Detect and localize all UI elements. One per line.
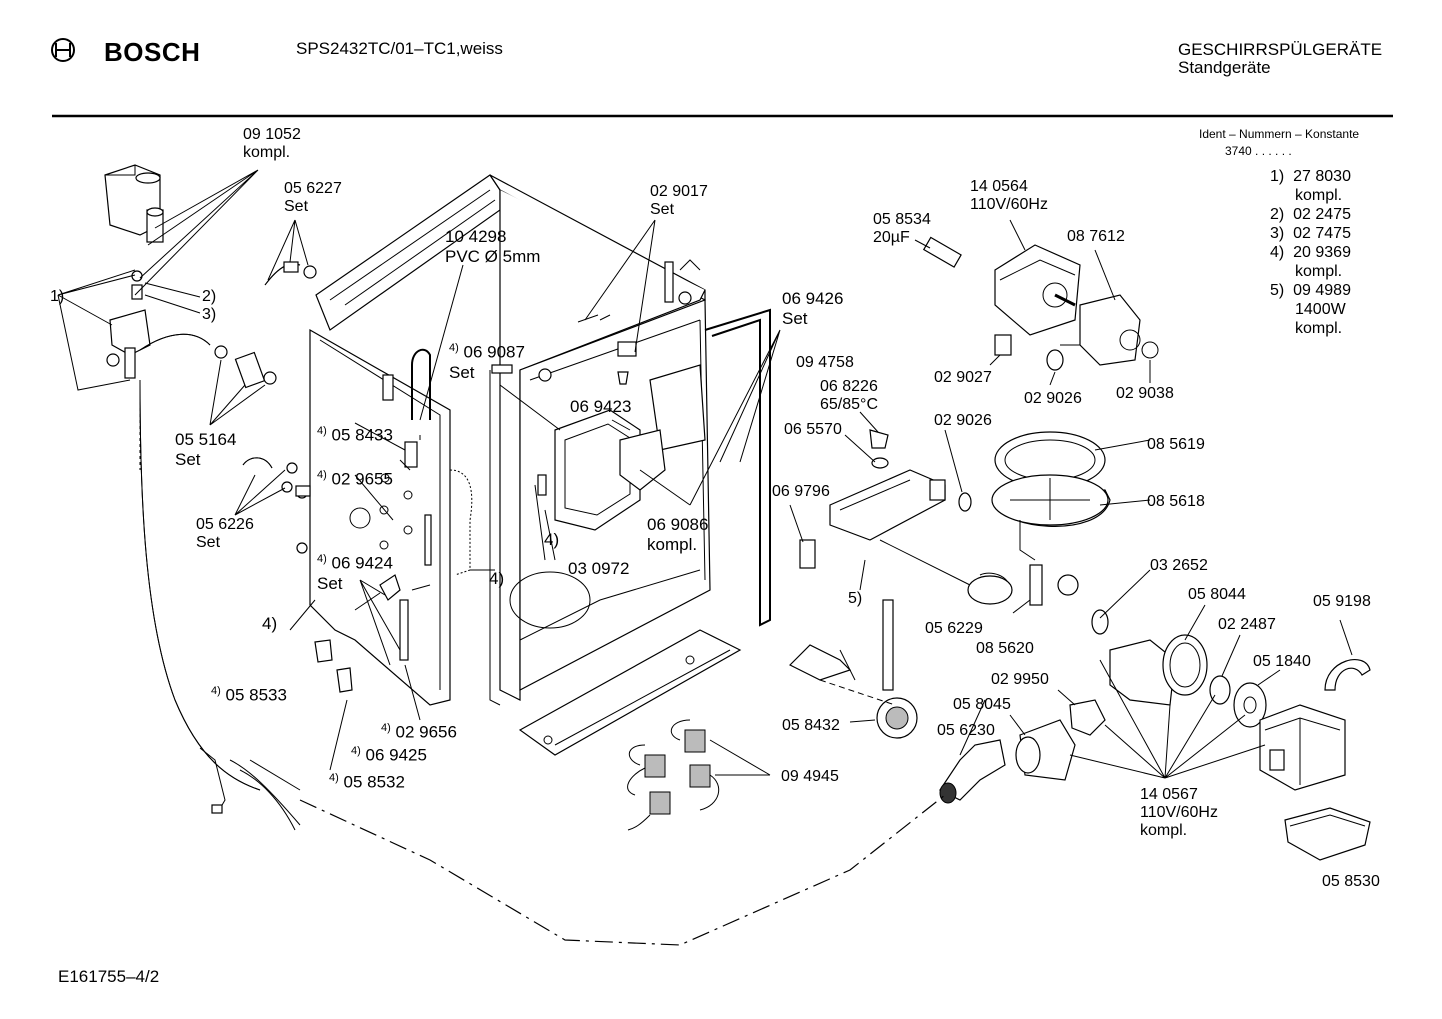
label-058433: 4) 05 8433 [317, 425, 393, 445]
label-029656: 4) 02 9656 [381, 722, 457, 742]
ident-item: 4) 20 9369 [1270, 244, 1351, 261]
category-title: GESCHIRRSPÜLGERÄTE [1178, 40, 1383, 59]
ident-item: 2) 02 2475 [1270, 206, 1351, 223]
label-058432: 05 8432 [782, 717, 840, 734]
ident-item-note: 1400W [1295, 301, 1346, 318]
label-058045: 05 8045 [953, 696, 1011, 713]
label-022487: 02 2487 [1218, 616, 1276, 633]
inlet-valve-group [57, 164, 317, 831]
label-032652: 03 2652 [1150, 557, 1208, 574]
footer-code: E161755–4/2 [58, 967, 160, 986]
label-ref-1: 1) [50, 288, 65, 305]
label-058530: 05 8530 [1322, 873, 1380, 890]
ident-item-note: kompl. [1295, 320, 1343, 337]
label-058532: 4) 05 8532 [329, 772, 405, 792]
wiring-harness [627, 719, 771, 831]
label-085619: 08 5619 [1147, 436, 1205, 453]
ident-item-note: kompl. [1295, 263, 1343, 280]
label-069423: 06 9423 [570, 397, 632, 416]
label-058533: 4) 05 8533 [211, 685, 287, 705]
bosch-logo-icon [51, 38, 75, 62]
ident-item: 1) 27 8030 [1270, 168, 1351, 185]
label-059198: 05 9198 [1313, 593, 1371, 610]
label-085620: 08 5620 [976, 640, 1034, 657]
label-065570: 06 5570 [784, 421, 842, 438]
label-029950: 02 9950 [991, 671, 1049, 688]
category-subtitle: Standgeräte [1178, 58, 1271, 77]
label-069796: 06 9796 [772, 483, 830, 500]
label-029655: 4) 02 9655 [317, 469, 393, 489]
label-056230: 05 6230 [937, 722, 995, 739]
label-030972: 03 0972 [568, 559, 630, 578]
ident-item-note: kompl. [1295, 187, 1343, 204]
label-ref-4a: 4) [544, 530, 560, 549]
label-029026: 02 9026 [934, 412, 992, 429]
label-ref-4c: 4) [262, 614, 278, 633]
label-029038: 02 9038 [1116, 385, 1174, 402]
label-ref-4b: 4) [489, 569, 505, 588]
brand-name: BOSCH [104, 37, 201, 67]
label-058044: 05 8044 [1188, 586, 1246, 603]
label-ref-2: 2) [202, 288, 217, 305]
leader-lines-top [419, 219, 781, 571]
label-087612: 08 7612 [1067, 228, 1125, 245]
tub-assembly [296, 174, 771, 756]
drain-hose-path [299, 794, 946, 946]
ident-title: Ident – Nummern – Konstante [1199, 127, 1360, 141]
label-029026-top: 02 9026 [1024, 390, 1082, 407]
ident-item: 5) 09 4989 [1270, 282, 1351, 299]
ident-list: 1) 27 8030 kompl. 2) 02 2475 3) 02 7475 … [1270, 167, 1351, 338]
pump-and-motor-group [627, 219, 1371, 861]
label-ref-3: 3) [202, 306, 217, 323]
label-069425: 4) 06 9425 [351, 745, 427, 765]
label-094945: 09 4945 [781, 768, 839, 785]
ident-item: 3) 02 7475 [1270, 225, 1351, 242]
label-ref-5: 5) [848, 590, 863, 607]
label-029027: 02 9027 [934, 369, 992, 386]
ident-value: 3740 . . . . . . [1225, 144, 1292, 158]
label-056229: 05 6229 [925, 620, 983, 637]
model-number: SPS2432TC/01–TC1,weiss [296, 39, 503, 58]
label-094758: 09 4758 [796, 354, 854, 371]
label-051840: 05 1840 [1253, 653, 1311, 670]
label-085618: 08 5618 [1147, 493, 1205, 510]
door-hardware-group [289, 422, 431, 771]
